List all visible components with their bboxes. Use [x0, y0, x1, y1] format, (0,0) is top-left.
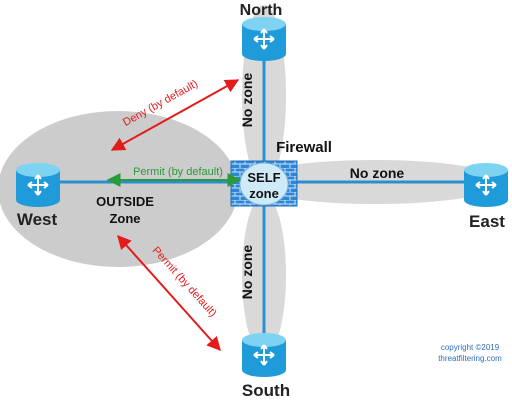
east-label: East [469, 212, 505, 231]
outside-zone-label-line1: OUTSIDE [96, 194, 154, 209]
router-south-icon [242, 333, 286, 377]
permit-west-label: Permit (by default) [133, 166, 223, 178]
deny-arrow [110, 79, 240, 151]
self-zone-label-line2: zone [249, 186, 279, 201]
permit-south-arrow [117, 234, 221, 352]
router-north-icon [242, 17, 286, 61]
outside-zone-label-line2: Zone [109, 211, 140, 226]
copyright-line2: threatfiltering.com [438, 354, 502, 363]
self-zone-label-line1: SELF [247, 170, 280, 185]
no-zone-north-label: No zone [239, 73, 255, 128]
firewall-label: Firewall [276, 139, 332, 156]
copyright-line1: copyright ©2019 [441, 343, 500, 352]
south-label: South [242, 381, 290, 400]
no-zone-south-label: No zone [239, 245, 255, 300]
router-west-icon [16, 163, 60, 207]
west-label: West [17, 210, 58, 229]
no-zone-east-label: No zone [350, 165, 405, 181]
north-label: North [240, 2, 283, 19]
router-east-icon [464, 163, 508, 207]
